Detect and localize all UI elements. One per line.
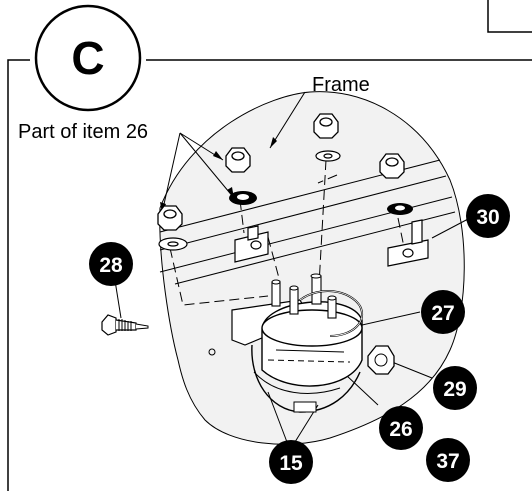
cap-nut: [367, 345, 395, 375]
callout-15-label: 15: [279, 452, 303, 475]
flat-washers: [158, 150, 341, 251]
thermostat-assembly: [251, 273, 363, 413]
callout-29-label: 29: [443, 378, 466, 401]
callout-15: 15: [269, 440, 313, 484]
callout-26-label: 26: [389, 418, 412, 441]
screw: [101, 314, 149, 336]
lock-washers: [229, 191, 413, 215]
part-of-item-label: Part of item 26: [18, 121, 148, 143]
adjacent-panel-corner: [487, 0, 532, 33]
callout-28: 28: [89, 242, 133, 286]
view-letter-circle: [34, 4, 142, 112]
callout-27: 27: [421, 290, 465, 334]
callout-29: 29: [433, 366, 477, 410]
frame-label: Frame: [312, 74, 370, 96]
callout-37-label: 37: [436, 450, 459, 473]
callout-30: 30: [466, 194, 510, 238]
view-letter: C: [71, 32, 104, 84]
alignment-lines: [169, 159, 406, 306]
frame-hole: [208, 348, 216, 356]
callout-26: 26: [379, 406, 423, 450]
terminal-tabs: [234, 219, 429, 267]
callout-28-label: 28: [99, 254, 123, 277]
frame-plate: [159, 91, 465, 445]
callout-37: 37: [426, 438, 470, 482]
hex-nuts: [157, 113, 405, 231]
callout-30-label: 30: [476, 206, 499, 229]
panel-border-left: [7, 59, 30, 491]
callout-27-label: 27: [431, 302, 454, 325]
